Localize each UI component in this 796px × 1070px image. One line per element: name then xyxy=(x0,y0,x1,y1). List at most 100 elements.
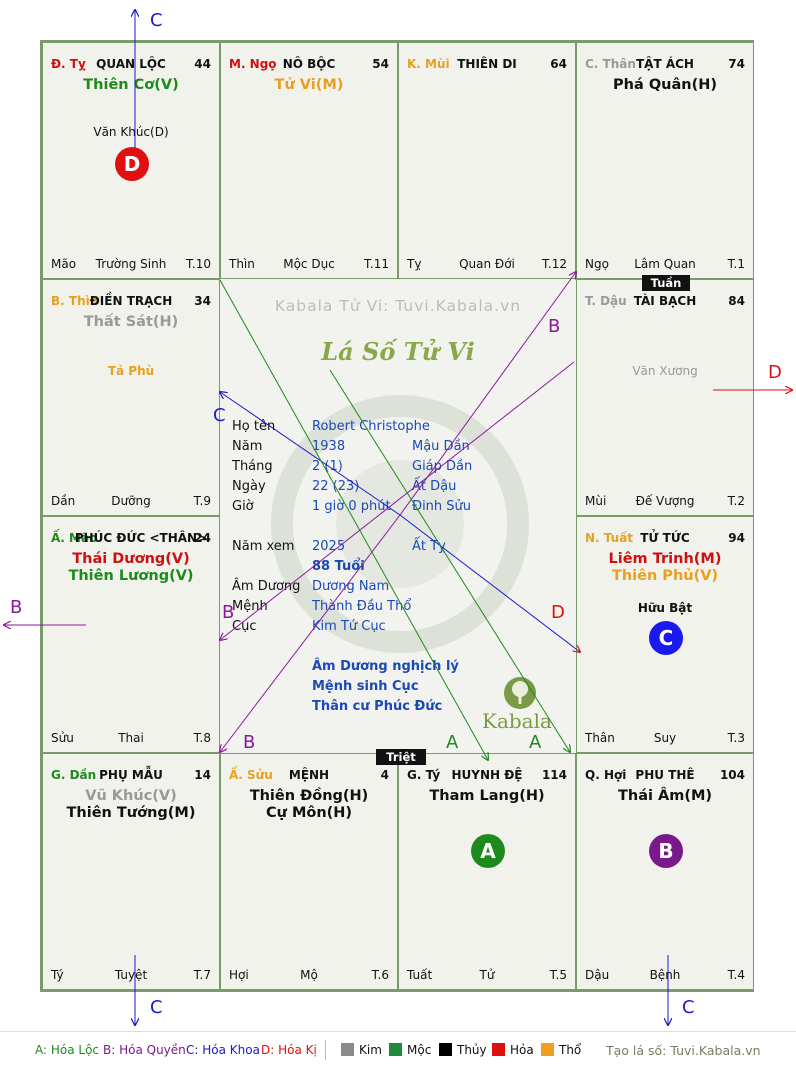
palace-number: 4 xyxy=(380,768,389,782)
palace-foot-branch: Hợi xyxy=(229,968,249,982)
minor-star: Tả Phù xyxy=(107,364,155,378)
palace-branch: M. Ngọ xyxy=(229,57,277,71)
legend-kim: Kim xyxy=(341,1043,382,1057)
palace-branch: G. Tý xyxy=(407,768,441,782)
palace-branch: C. Thân xyxy=(585,57,636,71)
major-star: Vũ Khúc(V) xyxy=(85,788,177,804)
palace-foot-branch: Mùi xyxy=(585,494,607,508)
info-label: Năm xyxy=(232,439,263,454)
legend-hoa-label: Hỏa xyxy=(510,1043,534,1057)
major-star: Thái Dương(V) xyxy=(72,551,190,567)
palace-month: T.3 xyxy=(727,731,745,745)
palace-branch: T. Dậu xyxy=(585,294,627,308)
kabala-logo-text: Kabala xyxy=(482,709,552,733)
legend-tho-label: Thổ xyxy=(559,1043,582,1057)
hoa-quyen-label: B xyxy=(10,597,23,618)
triet-marker: Triệt xyxy=(376,749,426,765)
palace-month: T.6 xyxy=(371,968,389,982)
palace-branch: G. Dần xyxy=(51,768,97,782)
palace-number: 44 xyxy=(194,57,211,71)
minor-star: Văn Xương xyxy=(632,364,698,378)
palace-house: TỬ TỨC xyxy=(640,531,690,545)
palace-house: PHỤ MẪU xyxy=(99,768,163,782)
palace-foot-branch: Thân xyxy=(585,731,615,745)
palace-phase: Dưỡng xyxy=(111,494,151,508)
palace-number: 94 xyxy=(728,531,745,545)
palace-number: 74 xyxy=(728,57,745,71)
palace-phase: Tuyệt xyxy=(114,968,148,982)
info-label: Tháng xyxy=(232,459,273,474)
info-value: Kim Tứ Cục xyxy=(312,619,386,634)
hoa-quyen-label: B xyxy=(243,732,256,753)
palace-month: T.11 xyxy=(364,257,389,271)
hoa-loc-label: A xyxy=(529,732,542,753)
legend-hoa-loc: A: Hóa Lộc xyxy=(35,1043,100,1057)
hoa-khoa-label: C xyxy=(150,10,163,31)
thuy-swatch xyxy=(439,1043,452,1056)
info-label: Âm Dương xyxy=(232,579,301,594)
palace-branch: Ấ. Mão xyxy=(51,531,98,545)
palace-foot-branch: Tuất xyxy=(407,968,433,982)
palace-foot-branch: Sửu xyxy=(51,731,74,745)
palace-phase: Mộ xyxy=(300,968,318,982)
palace-house: TÀI BẠCH xyxy=(633,294,697,308)
info-canchi: Đinh Sửu xyxy=(412,499,472,514)
palace-branch: Ấ. Sửu xyxy=(229,768,273,782)
hoa-ki-label: D xyxy=(551,602,565,623)
legend-thuy: Thủy xyxy=(439,1043,487,1057)
major-star: Cự Môn(H) xyxy=(265,805,353,821)
palace-house: THIÊN DI xyxy=(457,57,517,71)
chart-center: Kabala Tử Vi: Tuvi.Kabala.vn Lá Số Tử Vi… xyxy=(220,279,576,755)
info-value: 22 (23) xyxy=(312,479,360,494)
major-star: Thái Âm(M) xyxy=(617,788,713,804)
palace-number: 54 xyxy=(372,57,389,71)
palace-number: 34 xyxy=(194,294,211,308)
legend-divider xyxy=(0,1031,796,1032)
palace-house: PHU THÊ xyxy=(635,768,695,782)
info-label: Ngày xyxy=(232,479,266,494)
kim-swatch xyxy=(341,1043,354,1056)
major-star: Thất Sát(H) xyxy=(83,314,179,330)
minor-star: Văn Khúc(D) xyxy=(93,125,169,139)
legend-bar: A: Hóa Lộc B: Hóa Quyền C: Hóa Khoa D: H… xyxy=(0,1030,796,1070)
major-star: Phá Quân(H) xyxy=(613,77,717,93)
site-link[interactable]: Tạo lá số: Tuvi.Kabala.vn xyxy=(606,1043,761,1058)
legend-separator xyxy=(325,1040,326,1060)
moc-swatch xyxy=(389,1043,402,1056)
hoa-swatch xyxy=(492,1043,505,1056)
palace-month: T.7 xyxy=(193,968,211,982)
palace-foot-branch: Ngọ xyxy=(585,257,609,271)
info-value: 2025 xyxy=(312,539,346,554)
palace-month: T.2 xyxy=(727,494,745,508)
chart-title: Lá Số Tử Vi xyxy=(321,337,475,366)
major-star: Thiên Tướng(M) xyxy=(66,805,196,821)
palace-phase: Mộc Dục xyxy=(283,257,335,271)
palace-month: T.12 xyxy=(542,257,567,271)
hoa-khoa-label: C xyxy=(213,405,226,426)
info-value: Thành Đầu Thổ xyxy=(312,599,412,614)
palace-phase: Bệnh xyxy=(649,968,681,982)
legend-moc: Mộc xyxy=(389,1043,431,1057)
hoa-khoa-label: C xyxy=(682,997,695,1018)
info-label: Giờ xyxy=(232,499,254,514)
palace-house: ĐIỀN TRẠCH xyxy=(89,294,173,308)
minor-star: Hữu Bật xyxy=(637,601,693,615)
legend-hoa-khoa: C: Hóa Khoa xyxy=(186,1043,260,1057)
palace-house: NÔ BỘC xyxy=(282,57,336,71)
palace-branch: N. Tuất xyxy=(585,531,634,545)
palace-branch: Q. Hợi xyxy=(585,768,627,782)
legend-hoa-quyen: B: Hóa Quyền xyxy=(103,1043,186,1057)
hoa-loc-label: A xyxy=(446,732,459,753)
